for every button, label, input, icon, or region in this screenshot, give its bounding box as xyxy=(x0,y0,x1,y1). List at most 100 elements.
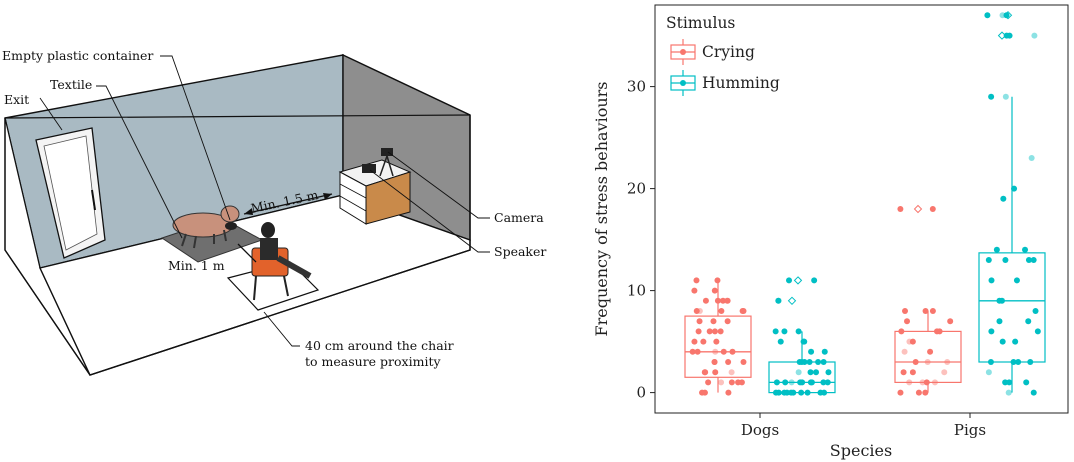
point-crying-dogs-12 xyxy=(693,308,700,314)
point-humming-dogs-24 xyxy=(773,379,780,386)
point-crying-dogs-21 xyxy=(691,338,698,345)
point-humming-pigs-32 xyxy=(985,369,992,376)
point-humming-dogs-15 xyxy=(815,359,822,365)
point-humming-pigs-29 xyxy=(1027,359,1034,365)
point-crying-dogs-25 xyxy=(729,348,736,355)
point-crying-dogs-32 xyxy=(711,359,718,365)
point-humming-pigs-20 xyxy=(998,297,1005,304)
point-crying-dogs-2 xyxy=(711,287,718,294)
point-humming-pigs-6 xyxy=(1002,93,1009,100)
point-humming-pigs-26 xyxy=(999,338,1006,345)
point-humming-dogs-13 xyxy=(820,359,827,365)
point-humming-pigs-15 xyxy=(1025,257,1032,263)
point-crying-pigs-17 xyxy=(900,369,907,376)
point-crying-pigs-16 xyxy=(912,359,919,365)
cabinet xyxy=(338,159,412,225)
point-humming-dogs-40 xyxy=(798,389,805,396)
point-crying-pigs-2 xyxy=(902,308,909,314)
distance-arrow-1m xyxy=(237,243,257,263)
point-crying-pigs-10 xyxy=(909,338,916,345)
point-humming-pigs-23 xyxy=(996,318,1003,325)
y-tick-label-10: 10 xyxy=(627,282,646,300)
point-crying-pigs-5 xyxy=(904,318,911,325)
point-humming-dogs-29 xyxy=(788,379,795,386)
point-humming-dogs-23 xyxy=(820,379,827,386)
point-humming-dogs-6 xyxy=(795,328,802,335)
leader-speaker xyxy=(369,169,490,253)
point-humming-dogs-9 xyxy=(777,338,784,345)
point-crying-dogs-15 xyxy=(724,318,731,325)
point-crying-dogs-0 xyxy=(714,277,721,284)
point-humming-dogs-2 xyxy=(775,297,782,304)
point-humming-dogs-8 xyxy=(800,338,807,345)
point-humming-dogs-10 xyxy=(808,348,815,355)
point-crying-dogs-7 xyxy=(714,297,721,304)
point-humming-pigs-2 xyxy=(984,12,991,19)
point-humming-dogs-0 xyxy=(811,277,818,284)
point-humming-dogs-35 xyxy=(804,389,811,396)
point-humming-dogs-4 xyxy=(781,328,788,335)
point-humming-dogs-30 xyxy=(824,379,831,386)
point-crying-dogs-40 xyxy=(718,379,725,386)
point-crying-pigs-11 xyxy=(906,338,913,345)
point-humming-dogs-11 xyxy=(821,348,828,355)
point-crying-dogs-18 xyxy=(717,328,724,335)
point-humming-pigs-11 xyxy=(1022,246,1029,253)
point-crying-dogs-9 xyxy=(718,308,725,314)
box-crying-dogs xyxy=(684,277,752,396)
point-humming-dogs-5 xyxy=(772,328,779,335)
point-crying-pigs-26 xyxy=(915,389,922,396)
label-container: Empty plastic container xyxy=(2,48,153,63)
point-humming-pigs-13 xyxy=(1030,257,1037,263)
exit-door xyxy=(35,127,106,259)
point-humming-dogs-27 xyxy=(808,379,815,386)
point-humming-pigs-4 xyxy=(1031,32,1038,39)
point-crying-dogs-35 xyxy=(728,369,735,376)
point-crying-pigs-12 xyxy=(901,348,908,355)
point-humming-dogs-37 xyxy=(790,389,797,396)
point-humming-dogs-1 xyxy=(786,277,793,284)
point-crying-dogs-20 xyxy=(706,328,713,335)
point-humming-pigs-28 xyxy=(987,359,994,365)
point-humming-pigs-14 xyxy=(1002,257,1009,263)
point-humming-pigs-25 xyxy=(1034,328,1041,335)
label-camera: Camera xyxy=(494,210,544,225)
point-crying-pigs-0 xyxy=(897,206,904,212)
point-humming-dogs-18 xyxy=(795,369,802,376)
point-crying-pigs-24 xyxy=(897,389,904,396)
point-crying-pigs-13 xyxy=(927,348,934,355)
point-humming-dogs-16 xyxy=(801,359,808,365)
point-humming-pigs-37 xyxy=(1030,389,1037,396)
point-crying-pigs-20 xyxy=(906,379,913,386)
point-crying-dogs-39 xyxy=(728,379,735,386)
point-humming-dogs-21 xyxy=(813,369,820,376)
distance-arrow-1.5m xyxy=(243,193,333,215)
point-crying-pigs-4 xyxy=(929,308,936,314)
point-crying-dogs-8 xyxy=(724,297,731,304)
legend-key-humming xyxy=(670,70,696,96)
point-crying-dogs-19 xyxy=(695,328,702,335)
point-humming-pigs-8 xyxy=(1028,155,1035,161)
point-crying-dogs-33 xyxy=(712,369,719,376)
point-humming-pigs-10 xyxy=(1000,195,1007,202)
camera-tripod xyxy=(379,148,394,177)
legend-key-crying xyxy=(670,39,696,65)
label-chair-area-line1: 40 cm around the chair xyxy=(305,338,454,353)
point-humming-pigs-7 xyxy=(988,93,995,100)
point-crying-dogs-22 xyxy=(700,338,707,345)
legend-label-crying: Crying xyxy=(702,43,755,61)
point-crying-pigs-3 xyxy=(922,308,929,314)
point-humming-pigs-36 xyxy=(1005,389,1012,396)
point-crying-pigs-21 xyxy=(931,379,938,386)
point-humming-dogs-39 xyxy=(775,389,782,396)
box-crying-pigs xyxy=(894,204,962,396)
legend-dot-0 xyxy=(680,49,686,55)
point-humming-pigs-0 xyxy=(1003,12,1010,19)
point-crying-dogs-5 xyxy=(702,297,709,304)
point-crying-dogs-44 xyxy=(701,389,708,396)
legend-label-humming: Humming xyxy=(702,74,780,92)
point-crying-dogs-13 xyxy=(740,308,747,314)
leader-exit xyxy=(39,97,63,131)
